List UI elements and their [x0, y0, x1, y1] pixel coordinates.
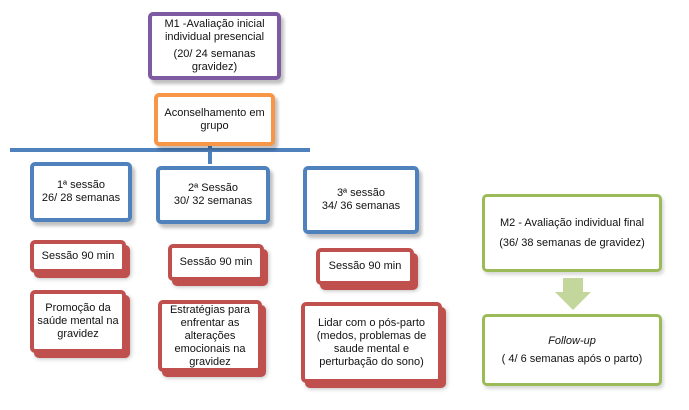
- down-arrow-icon: [555, 278, 591, 310]
- session-1-duration: Sessão 90 min: [41, 250, 115, 262]
- session-3-title: 3ª sessão: [336, 187, 386, 199]
- session-2-duration-box: Sessão 90 min: [168, 244, 264, 281]
- session-2-topic-line4: emocionais na: [174, 342, 246, 355]
- group-line2: grupo: [200, 119, 229, 132]
- session-2-duration: Sessão 90 min: [179, 256, 253, 268]
- session-3-topic-line2: (medos, problemas de: [316, 329, 427, 342]
- session-3-box: 3ª sessão 34/ 36 semanas: [303, 166, 419, 234]
- session-2-topic-line1: Estratégias para: [169, 303, 251, 316]
- session-2-box: 2ª Sessão 30/ 32 semanas: [156, 166, 270, 224]
- session-3-topic-line4: perturbação do sono): [319, 355, 424, 368]
- session-1-topic-line3: gravidez: [57, 328, 99, 340]
- session-3-topic-box: Lidar com o pós-parto (medos, problemas …: [301, 302, 442, 383]
- session-1-duration-box: Sessão 90 min: [30, 240, 126, 273]
- connector-line-vertical: [208, 140, 212, 164]
- session-2-topic-line5: gravidez: [189, 355, 231, 368]
- m1-line1: M1 -Avaliação inicial: [164, 18, 265, 30]
- m2-final-assessment-box: M2 - Avaliação individual final (36/ 38 …: [482, 194, 662, 272]
- m2-line1: M2 - Avaliação individual final: [499, 216, 645, 229]
- session-2-weeks: 30/ 32 semanas: [173, 195, 253, 207]
- session-3-duration: Sessão 90 min: [328, 260, 402, 272]
- session-2-topic-line2: enfrentar as: [180, 316, 240, 329]
- session-2-topic-box: Estratégias para enfrentar as alterações…: [158, 300, 262, 372]
- connector-line-horizontal: [10, 148, 310, 152]
- follow-up-box: Follow-up ( 4/ 6 semanas após o parto): [482, 314, 662, 386]
- session-1-weeks: 26/ 28 semanas: [41, 192, 121, 204]
- session-2-title: 2ª Sessão: [188, 182, 238, 194]
- session-1-topic-line1: Promoção da: [45, 302, 111, 314]
- session-3-topic-line3: saude mental e: [333, 342, 410, 355]
- follow-up-title: Follow-up: [548, 334, 596, 347]
- m1-initial-assessment-box: M1 -Avaliação inicial individual presenc…: [148, 12, 281, 80]
- m2-line2: (36/ 38 semanas de gravidez): [499, 236, 645, 249]
- session-2-topic-line3: alterações: [184, 329, 236, 342]
- session-1-topic-line2: saúde mental na: [37, 315, 119, 327]
- m1-line4: gravidez): [191, 61, 238, 73]
- session-1-topic-box: Promoção da saúde mental na gravidez: [30, 290, 126, 353]
- session-3-topic-line1: Lidar com o pós-parto: [318, 316, 425, 329]
- group-counseling-box: Aconselhamento em grupo: [154, 93, 275, 146]
- follow-up-period: ( 4/ 6 semanas após o parto): [501, 352, 643, 365]
- session-3-duration-box: Sessão 90 min: [316, 248, 414, 285]
- session-1-title: 1ª sessão: [56, 179, 106, 191]
- group-line1: Aconselhamento em: [164, 106, 265, 119]
- m1-line3: (20/ 24 semanas: [173, 48, 256, 60]
- session-1-box: 1ª sessão 26/ 28 semanas: [30, 162, 132, 222]
- m1-line2: individual presencial: [164, 31, 265, 43]
- session-3-weeks: 34/ 36 semanas: [321, 200, 401, 212]
